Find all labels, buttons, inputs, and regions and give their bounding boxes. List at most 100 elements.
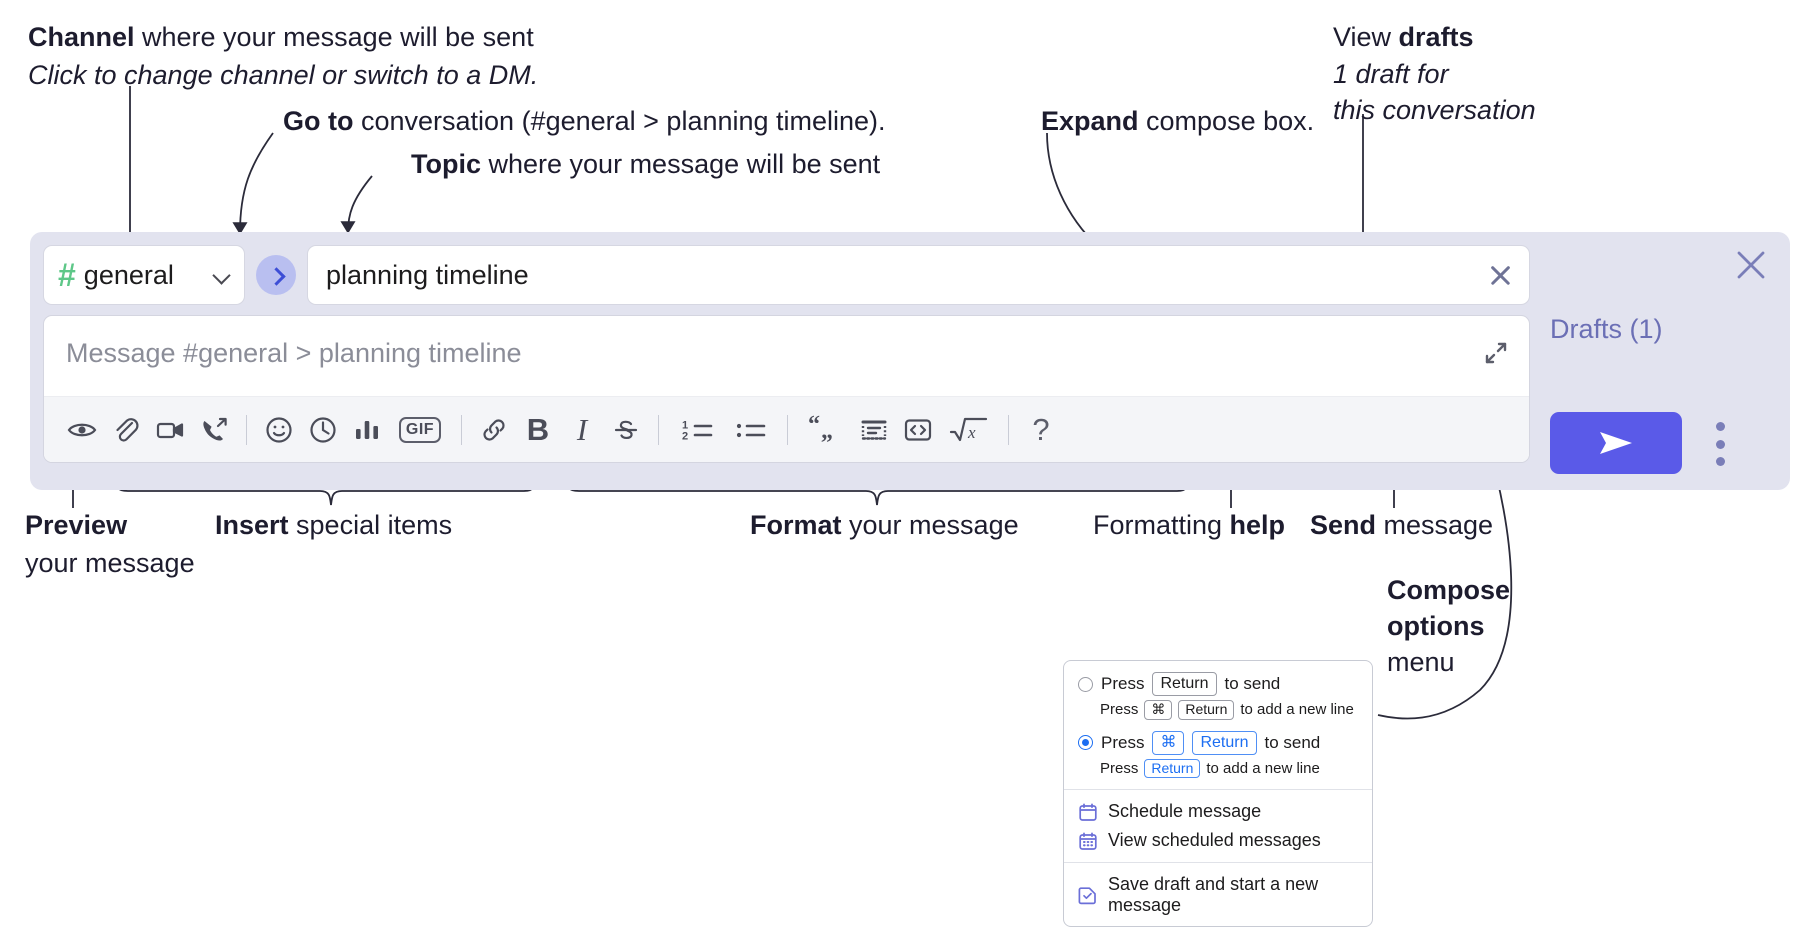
compose-right-rail: Drafts (1) [1532,232,1790,490]
menu-item-schedule-message[interactable]: Schedule message [1064,797,1372,826]
option2-suffix: to send [1264,732,1321,752]
ordered-list-icon[interactable]: 1 2 [669,408,725,452]
annotation-help-prefix: Formatting [1093,510,1230,540]
menu-item-view-scheduled-messages[interactable]: View scheduled messages [1064,826,1372,855]
annotation-drafts-line2: 1 draft for [1333,58,1449,89]
option1-suffix: to send [1224,674,1281,693]
preview-icon[interactable] [60,408,104,452]
strikethrough-icon[interactable] [604,408,648,452]
toolbar-separator [787,414,788,445]
annotation-compose-options-line1: Compose [1387,575,1511,605]
annotation-insert-rest: special items [288,510,453,540]
annotation-drafts: View drafts 1 draft for this conversatio… [1333,22,1536,127]
clock-icon[interactable] [301,408,345,452]
annotation-send: Send message [1310,510,1493,542]
topic-value: planning timeline [326,259,529,290]
option1-sub-suffix: to add a new line [1240,701,1354,719]
bold-icon[interactable]: B [516,408,560,452]
option2-subtext: Press Return to add a new line [1064,758,1372,783]
annotation-compose-options: Compose options menu [1387,575,1510,679]
close-icon[interactable] [1734,248,1768,282]
option2-sub-suffix: to add a new line [1206,759,1320,777]
drafts-link[interactable]: Drafts (1) [1550,314,1663,344]
send-button[interactable] [1550,412,1682,474]
annotation-topic-rest: where your message will be sent [481,149,881,179]
toolbar-separator [658,414,659,445]
compose-options-menu: Press Return to send Press ⌘ Return to a… [1063,660,1373,927]
message-placeholder: Message #general > planning timeline [66,338,522,368]
goto-conversation-button[interactable] [256,255,296,295]
annotation-channel: Channel where your message will be sent … [28,22,538,92]
option1-sub-press: Press [1100,701,1139,719]
link-icon[interactable] [472,408,516,452]
option2-key2: Return [1192,730,1257,755]
bold-label: B [526,412,550,447]
annotation-send-rest: message [1376,510,1494,540]
option2-press: Press [1101,732,1145,752]
attachment-icon[interactable] [104,408,148,452]
formatting-toolbar: GIF B I [44,396,1529,462]
audio-call-icon[interactable] [192,408,236,452]
annotation-channel-sub: Click to change channel or switch to a D… [28,59,539,90]
compose-inner: # general planning timeline Message #gen… [44,246,1529,476]
annotation-help: Formatting help [1093,510,1285,542]
option2-sub-key: Return [1144,758,1201,778]
kebab-dot [1715,457,1725,466]
code-icon[interactable] [896,408,940,452]
compose-panel: # general planning timeline Message #gen… [30,232,1790,490]
clear-topic-icon[interactable] [1485,260,1515,290]
blockquote-icon[interactable]: “ „ [798,408,852,452]
annotation-format: Format your message [750,510,1019,542]
help-label: ? [1032,412,1050,447]
annotation-goto: Go to conversation (#general > planning … [283,106,886,138]
annotation-send-bold: Send [1310,510,1377,540]
option1-key: Return [1152,672,1217,696]
kebab-dot [1715,439,1725,449]
annotation-help-bold: help [1229,510,1286,540]
kebab-dot [1715,422,1725,431]
chevron-right-icon [269,268,283,282]
compose-options-button[interactable] [1710,422,1730,466]
annotation-drafts-prefix: View [1333,22,1399,52]
svg-text:1: 1 [682,419,688,431]
menu-item-label: Save draft and start a new message [1108,874,1319,915]
poll-icon[interactable] [345,408,389,452]
annotation-expand-rest: compose box. [1138,106,1315,136]
italic-icon[interactable]: I [560,408,604,452]
svg-text:2: 2 [682,430,688,442]
annotation-channel-bold: Channel [28,22,135,52]
annotation-preview-bold: Preview [25,510,128,540]
menu-item-save-draft[interactable]: Save draft and start a new message [1064,870,1372,920]
radio-unselected-icon[interactable] [1078,676,1093,692]
emoji-icon[interactable] [257,408,301,452]
channel-select[interactable]: # general [44,246,244,304]
bulleted-list-icon[interactable] [725,408,777,452]
expand-icon[interactable] [1481,338,1511,368]
menu-option-cmd-return-to-send[interactable]: Press ⌘ Return to send [1064,728,1372,758]
svg-text:„: „ [821,418,833,444]
annotation-expand-bold: Expand [1041,106,1139,136]
toolbar-separator [1008,414,1009,445]
latex-icon[interactable]: x [940,408,998,452]
hash-icon: # [58,257,76,293]
topic-input[interactable]: planning timeline [308,246,1529,304]
calendar-icon [1078,802,1098,822]
radio-selected-icon[interactable] [1078,735,1093,750]
codeblock-icon[interactable] [852,408,896,452]
menu-option-return-to-send[interactable]: Press Return to send [1064,669,1372,699]
annotation-preview: Preview your message [25,510,195,580]
svg-text:x: x [967,423,976,442]
channel-name: general [83,259,174,290]
toolbar-separator [461,414,462,445]
annotation-channel-rest: where your message will be sent [134,22,534,52]
help-icon[interactable]: ? [1019,408,1063,452]
gif-icon[interactable]: GIF [389,408,451,452]
annotation-drafts-line3: this conversation [1333,94,1536,125]
option1-subtext: Press ⌘ Return to add a new line [1064,699,1372,724]
video-icon[interactable] [148,408,192,452]
annotation-expand: Expand compose box. [1041,106,1314,138]
option1-sub-key1: ⌘ [1144,700,1173,720]
message-input-box[interactable]: Message #general > planning timeline [44,316,1529,462]
chevron-down-icon [214,267,230,283]
option1-sub-key2: Return [1178,700,1235,720]
